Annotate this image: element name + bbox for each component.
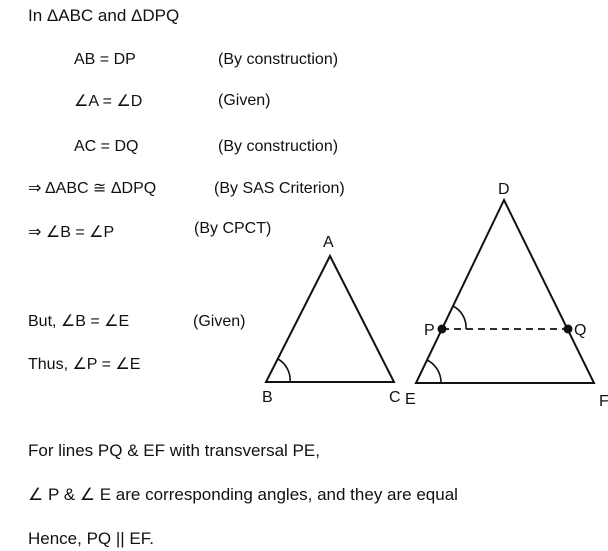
proof-intro: In ΔABC and ΔDPQ xyxy=(28,6,180,25)
cpct-reason: (By CPCT) xyxy=(194,220,272,237)
given-reason: (Given) xyxy=(193,313,246,330)
label-c: C xyxy=(389,389,401,406)
cpct-statement: ⇒ ∠B = ∠P xyxy=(28,224,115,241)
triangle-abc xyxy=(264,253,396,383)
label-a: A xyxy=(323,234,334,251)
step-2-statement: ∠A = ∠D xyxy=(74,93,143,110)
label-f: F xyxy=(599,393,608,410)
congruence-statement: ⇒ ΔABC ≅ ΔDPQ xyxy=(28,180,157,197)
given-statement: But, ∠B = ∠E xyxy=(28,313,130,330)
label-b: B xyxy=(262,389,273,406)
point-q xyxy=(563,324,573,334)
angle-p-arc xyxy=(452,305,467,330)
thus-statement: Thus, ∠P = ∠E xyxy=(28,356,141,373)
triangle-def xyxy=(414,197,596,384)
angle-e-arc xyxy=(426,359,442,384)
label-d: D xyxy=(498,181,510,198)
conclusion-line-3: Hence, PQ || EF. xyxy=(28,529,154,548)
conclusion-line-2: ∠ P & ∠ E are corresponding angles, and … xyxy=(28,485,458,504)
step-2-reason: (Given) xyxy=(218,92,271,109)
step-1-statement: AB = DP xyxy=(74,51,136,68)
step-3-reason: (By construction) xyxy=(218,138,339,155)
step-1-reason: (By construction) xyxy=(218,51,339,68)
angle-b-arc xyxy=(277,358,291,383)
label-p: P xyxy=(424,322,435,339)
point-p xyxy=(437,324,447,334)
step-3-statement: AC = DQ xyxy=(74,138,139,155)
congruence-reason: (By SAS Criterion) xyxy=(214,180,345,197)
label-e: E xyxy=(405,391,416,408)
label-q: Q xyxy=(574,322,586,339)
conclusion-line-1: For lines PQ & EF with transversal PE, xyxy=(28,441,320,460)
